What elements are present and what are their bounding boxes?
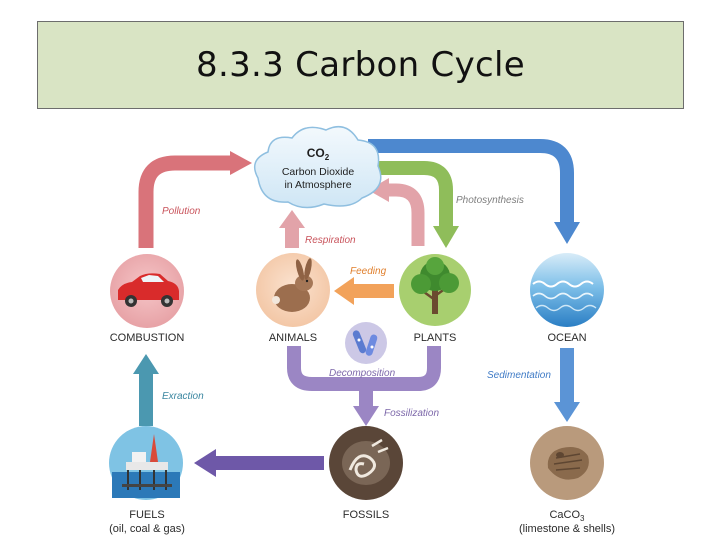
- combustion-label: COMBUSTION: [110, 332, 185, 344]
- ocean-icon: [530, 253, 604, 327]
- atmosphere-cloud: [253, 125, 382, 209]
- sedimentation-label: Sedimentation: [487, 370, 551, 381]
- feeding-label: Feeding: [350, 266, 387, 277]
- tree-icon: [399, 254, 471, 326]
- bacteria-icon: [345, 322, 387, 364]
- plant-respiration-arrow: [368, 178, 425, 246]
- pollution-arrow: [138, 151, 252, 248]
- trilobite-icon: [530, 426, 604, 500]
- pollution-label: Pollution: [162, 206, 201, 217]
- ocean-label: OCEAN: [547, 332, 586, 344]
- photosynthesis-label: Photosynthesis: [456, 195, 524, 206]
- photosynthesis-arrow: [372, 161, 459, 248]
- caco3-label: CaCO3: [549, 509, 585, 523]
- oil-rig-icon: [109, 426, 183, 500]
- slide-title: 8.3.3 Carbon Cycle: [196, 45, 525, 85]
- rabbit-icon: [256, 253, 330, 327]
- caco3-sublabel: (limestone & shells): [519, 523, 615, 535]
- fossilization-label: Fossilization: [384, 408, 439, 419]
- ocean-uptake-arrow: [368, 139, 580, 244]
- extraction-label: Exraction: [162, 391, 204, 402]
- fuels-label: FUELS: [129, 509, 164, 521]
- fuels-sublabel: (oil, coal & gas): [109, 523, 185, 535]
- title-box: 8.3.3 Carbon Cycle: [37, 21, 684, 109]
- fossils-label: FOSSILS: [343, 509, 389, 521]
- animal-respiration-arrow: [279, 210, 305, 248]
- decomposition-arrow: [287, 346, 441, 426]
- sedimentation-arrow: [554, 348, 580, 422]
- feeding-arrow: [334, 277, 394, 305]
- fossilization-to-fuels-arrow: [194, 449, 324, 477]
- atmosphere-line2: in Atmosphere: [284, 179, 351, 191]
- extraction-arrow: [133, 354, 159, 426]
- decomposition-label: Decomposition: [329, 368, 396, 379]
- fossil-icon: [329, 426, 403, 500]
- co2-formula: CO2: [307, 146, 330, 162]
- combustion-icon: [110, 254, 184, 328]
- respiration-label: Respiration: [305, 235, 356, 246]
- animals-label: ANIMALS: [269, 332, 317, 344]
- plants-label: PLANTS: [414, 332, 457, 344]
- atmosphere-line1: Carbon Dioxide: [282, 166, 355, 178]
